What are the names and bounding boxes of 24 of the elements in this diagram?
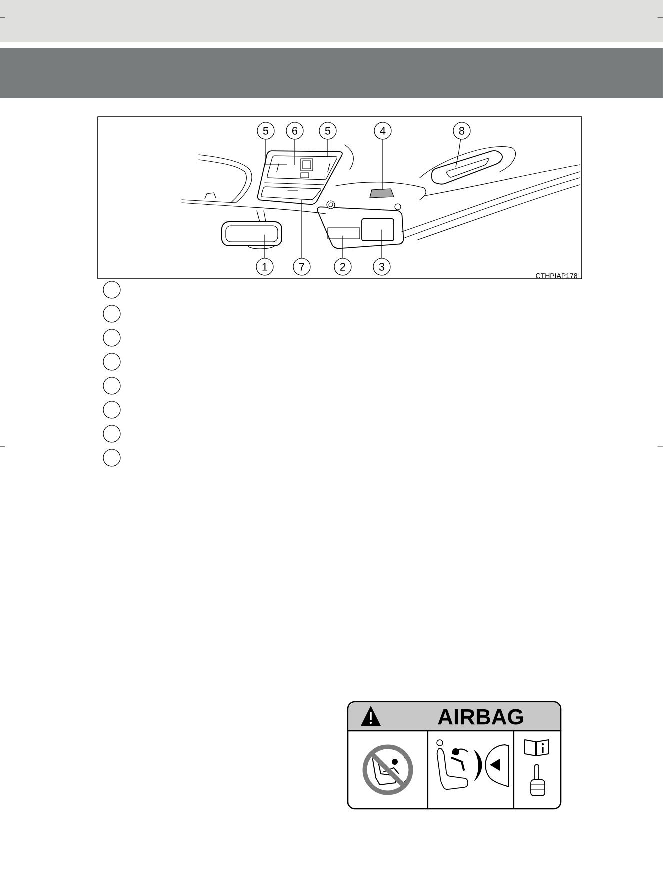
blank-circle: [103, 377, 121, 395]
blank-circle: [103, 305, 121, 323]
blank-circle: [103, 401, 121, 419]
leader-line: [342, 236, 344, 258]
blank-circle: [103, 425, 121, 443]
callout-number: 4: [374, 122, 392, 140]
callout-number: 6: [286, 122, 304, 140]
leader-line: [456, 139, 462, 168]
callout-number: 1: [256, 258, 274, 276]
leader-line: [382, 140, 384, 190]
warning-label: AIRBAG: [347, 701, 562, 810]
callout-number: 5: [257, 122, 275, 140]
callout-number: 7: [293, 258, 311, 276]
callout-number: 3: [373, 258, 391, 276]
leader-line: [264, 234, 266, 258]
callout-number: 5: [319, 122, 337, 140]
blank-circle: [103, 353, 121, 371]
leader-line: [266, 140, 288, 166]
callout-number: 2: [334, 258, 352, 276]
blank-circle: [103, 281, 121, 299]
blank-circle: [103, 449, 121, 467]
blank-circle: [103, 329, 121, 347]
leader-line: [294, 140, 296, 166]
callout-number: 8: [453, 122, 471, 140]
